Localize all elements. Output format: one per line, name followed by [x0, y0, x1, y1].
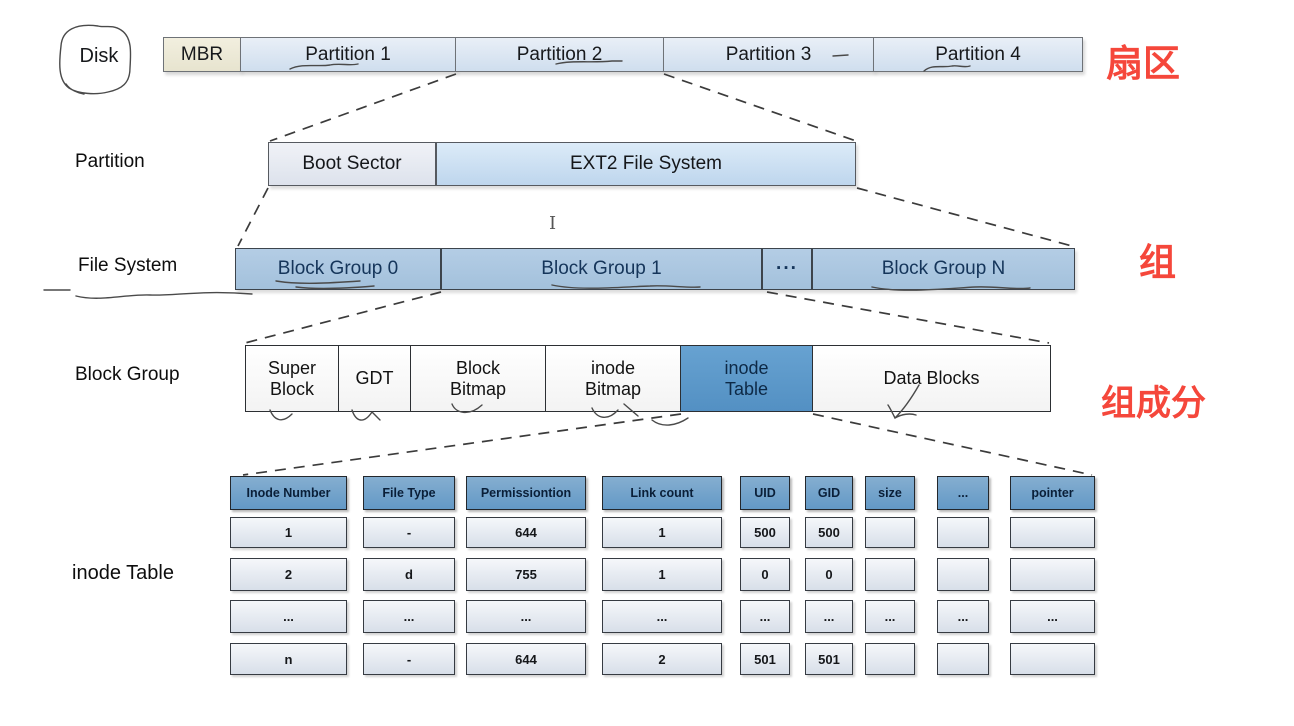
inode-cell	[865, 517, 915, 548]
inode-header-gid: GID	[805, 476, 853, 510]
inode-header-inode-number: Inode Number	[230, 476, 347, 510]
wave-inode-table	[651, 417, 689, 426]
inode-header-file-type: File Type	[363, 476, 455, 510]
annotation-sector: 扇区	[1106, 43, 1180, 84]
inode-cell: ...	[805, 600, 853, 633]
inode-cell	[937, 517, 989, 548]
block-group-1-box: Block Group 1	[441, 248, 762, 290]
inode-cell: 1	[230, 517, 347, 548]
block-group-0-box: Block Group 0	[235, 248, 441, 290]
inode-cell: d	[363, 558, 455, 591]
boot-sector-box: Boot Sector	[268, 142, 436, 186]
connector-disk-to-partition-left	[269, 73, 457, 142]
inode-cell: 0	[740, 558, 790, 591]
connector-partition-to-fs-right	[856, 187, 1073, 247]
inode-cell: 1	[602, 517, 722, 548]
gdt-box: GDT	[338, 345, 411, 412]
inode-header-permission: Permissiontion	[466, 476, 586, 510]
inode-header-uid: UID	[740, 476, 790, 510]
inode-cell: ...	[740, 600, 790, 633]
inode-cell	[937, 643, 989, 675]
connector-bg-to-inode-right	[812, 413, 1093, 476]
data-blocks-box: Data Blocks	[812, 345, 1051, 412]
inode-cell: 644	[466, 643, 586, 675]
inode-cell: 501	[805, 643, 853, 675]
inode-table-box-highlighted: inode Table	[680, 345, 813, 412]
inode-cell	[1010, 517, 1095, 548]
partition-2-box: Partition 2	[455, 37, 664, 72]
block-group-ellipsis-box: ···	[762, 248, 812, 290]
inode-cell: 1	[602, 558, 722, 591]
row-label-partition: Partition	[75, 151, 145, 172]
inode-header-pointer: pointer	[1010, 476, 1095, 510]
connector-fs-to-bg-left	[244, 291, 442, 344]
inode-cell: 501	[740, 643, 790, 675]
connector-disk-to-partition-right	[663, 73, 857, 142]
inode-cell	[1010, 643, 1095, 675]
inode-header-link-count: Link count	[602, 476, 722, 510]
disk-label: Disk	[79, 44, 119, 67]
annotation-group: 组	[1139, 242, 1176, 283]
inode-cell: n	[230, 643, 347, 675]
super-block-box: Super Block	[245, 345, 339, 412]
inode-cell: -	[363, 517, 455, 548]
inode-cell: 2	[230, 558, 347, 591]
inode-cell: 0	[805, 558, 853, 591]
text-cursor-ibeam: I	[549, 213, 556, 234]
connector-fs-to-bg-right	[766, 291, 1050, 344]
block-group-n-box: Block Group N	[812, 248, 1075, 290]
connector-partition-to-fs-left	[237, 187, 269, 247]
inode-cell: 644	[466, 517, 586, 548]
inode-cell	[865, 558, 915, 591]
inode-cell: ...	[865, 600, 915, 633]
ext2-filesystem-box: EXT2 File System	[436, 142, 856, 186]
inode-header-ellipsis: ...	[937, 476, 989, 510]
inode-cell: ...	[1010, 600, 1095, 633]
inode-cell: 500	[805, 517, 853, 548]
inode-cell	[865, 643, 915, 675]
inode-cell	[937, 558, 989, 591]
row-label-inode-table: inode Table	[72, 562, 174, 584]
inode-cell: -	[363, 643, 455, 675]
annotation-group-components: 组成分	[1101, 384, 1207, 423]
inode-cell: 2	[602, 643, 722, 675]
block-bitmap-box: Block Bitmap	[410, 345, 546, 412]
inode-cell: 500	[740, 517, 790, 548]
partition-4-box: Partition 4	[873, 37, 1083, 72]
mbr-box: MBR	[163, 37, 241, 72]
inode-cell: 755	[466, 558, 586, 591]
partition-3-box: Partition 3	[663, 37, 874, 72]
inode-header-size: size	[865, 476, 915, 510]
inode-cell: ...	[602, 600, 722, 633]
inode-cell: ...	[363, 600, 455, 633]
row-label-block-group: Block Group	[75, 364, 180, 385]
inode-cell	[1010, 558, 1095, 591]
inode-cell: ...	[937, 600, 989, 633]
underline-file-system	[43, 289, 253, 299]
inode-cell: ...	[230, 600, 347, 633]
inode-cell: ...	[466, 600, 586, 633]
inode-bitmap-box: inode Bitmap	[545, 345, 681, 412]
connector-bg-to-inode-left	[242, 413, 682, 476]
partition-1-box: Partition 1	[240, 37, 456, 72]
row-label-file-system: File System	[78, 255, 178, 276]
